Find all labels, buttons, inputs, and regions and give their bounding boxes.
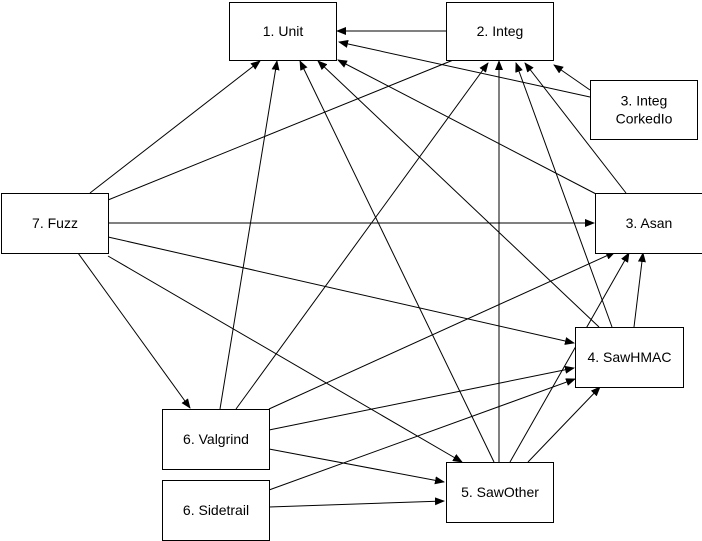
node-label: 4. SawHMAC [587,349,671,365]
edge-sawhmac-to-unit [317,60,600,328]
node-box [446,462,554,523]
edge-fuzz-to-sawother [107,255,463,463]
node-box [595,193,702,254]
node-valgrind: 6. Valgrind [162,409,270,470]
edge-valgrind-to-unit [219,60,280,410]
edge-integ-corked-to-integ [553,64,591,91]
edge-valgrind-to-sawhmac [268,365,575,431]
node-label: 2. Integ [477,23,524,39]
node-label: 3. Integ [621,93,668,109]
node-label: 6. Valgrind [183,431,249,447]
edge-fuzz-to-valgrind [77,252,191,409]
edge-fuzz-to-sawhmac [107,236,575,345]
node-label: CorkedIo [616,111,673,127]
node-box [446,2,554,61]
node-box [162,409,270,470]
edge-sawother-to-asan [509,252,630,463]
edge-asan-to-integ [524,62,627,194]
edge-valgrind-to-integ [235,62,489,410]
edge-sawhmac-to-asan [633,252,646,328]
edge-sawhmac-to-integ [515,62,613,328]
node-sawother: 5. SawOther [446,462,554,523]
edge-sawother-to-unit [299,60,495,463]
node-asan: 3. Asan [595,193,702,254]
edge-sawother-to-sawhmac [527,386,601,463]
node-label: 1. Unit [263,23,304,39]
node-label: 3. Asan [626,215,673,231]
node-label: 7. Fuzz [32,215,78,231]
node-label: 5. SawOther [461,484,539,500]
edge-valgrind-to-asan [268,251,616,410]
edge-asan-to-unit [337,59,599,196]
node-integ: 2. Integ [446,2,554,61]
edge-fuzz-to-integ [107,51,474,201]
node-label: 6. Sidetrail [183,502,249,518]
edge-integ-corked-to-unit [338,40,591,98]
node-sawhmac: 4. SawHMAC [575,327,684,388]
edge-fuzz-to-unit [89,60,261,194]
edge-sidetrail-to-sawother [268,497,445,508]
node-unit: 1. Unit [229,2,337,61]
node-sidetrail: 6. Sidetrail [162,480,270,541]
node-box [590,80,698,140]
node-fuzz: 7. Fuzz [1,193,109,254]
edge-sidetrail-to-sawhmac [268,378,576,491]
edges [77,27,646,508]
node-box [575,327,684,388]
node-box [229,2,337,61]
edge-valgrind-to-sawother [268,448,445,485]
node-box [1,193,109,254]
